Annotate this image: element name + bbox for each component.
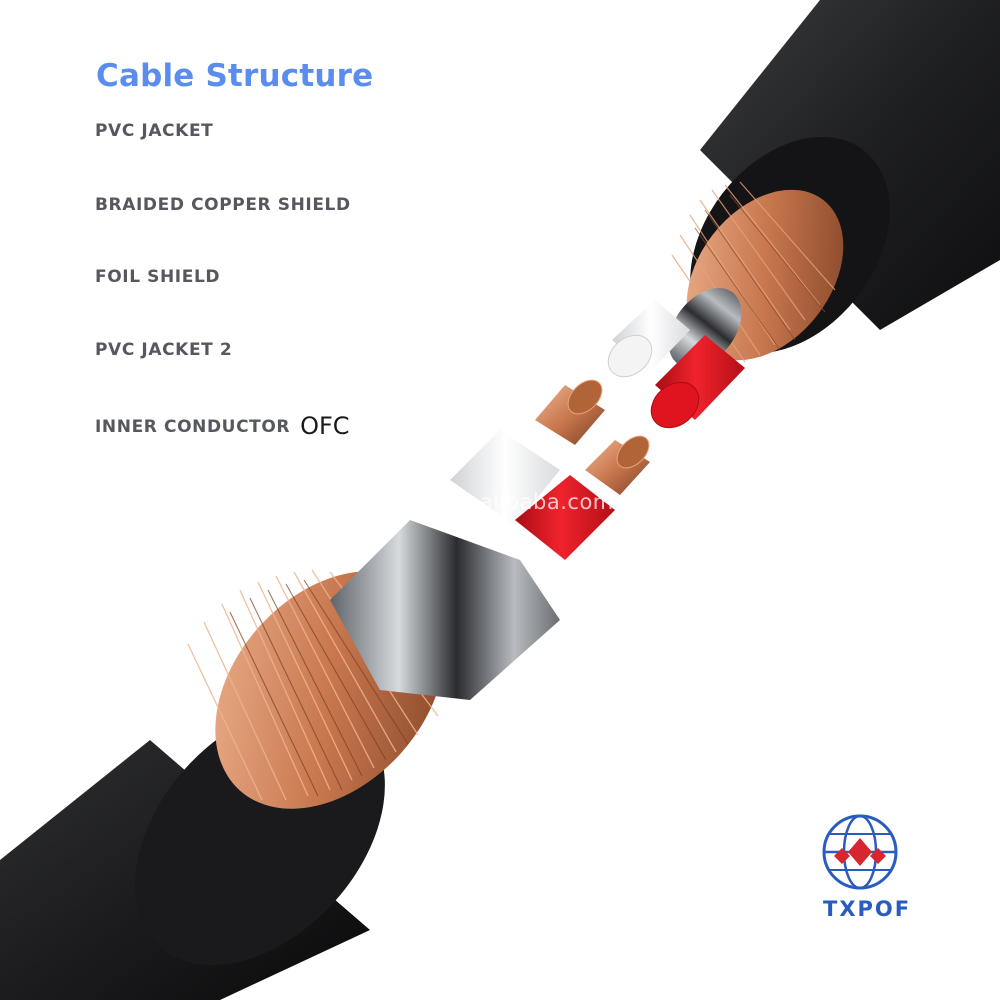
layer-label-pvc-jacket: PVC JACKET	[95, 121, 214, 141]
upper-cable-segment	[607, 0, 1000, 429]
globe-logo-icon	[822, 814, 898, 890]
layer-label-foil-shield: FOIL SHIELD	[95, 267, 221, 287]
conductor-material-note: OFC	[300, 412, 350, 440]
lower-cable-segment	[0, 379, 650, 1000]
page-title: Cable Structure	[96, 58, 374, 94]
inner-conductor-label: INNER CONDUCTOR	[95, 417, 291, 437]
layer-label-braided-copper-shield: BRAIDED COPPER SHIELD	[95, 195, 351, 215]
lower-foil-shield	[330, 520, 560, 700]
upper-foil-shield	[668, 288, 742, 368]
watermark-text: txpof.en.alibaba.com	[383, 490, 614, 514]
inner-conductor-strands	[535, 379, 650, 495]
layer-label-inner-conductor: INNER CONDUCTOR OFC	[95, 412, 350, 440]
lower-white-insulation	[450, 430, 560, 525]
brand-logo-text: TXPOF	[823, 897, 912, 921]
lower-red-insulation	[515, 475, 615, 560]
layer-label-pvc-jacket-2: PVC JACKET 2	[95, 340, 233, 360]
leader-lines	[222, 130, 748, 424]
